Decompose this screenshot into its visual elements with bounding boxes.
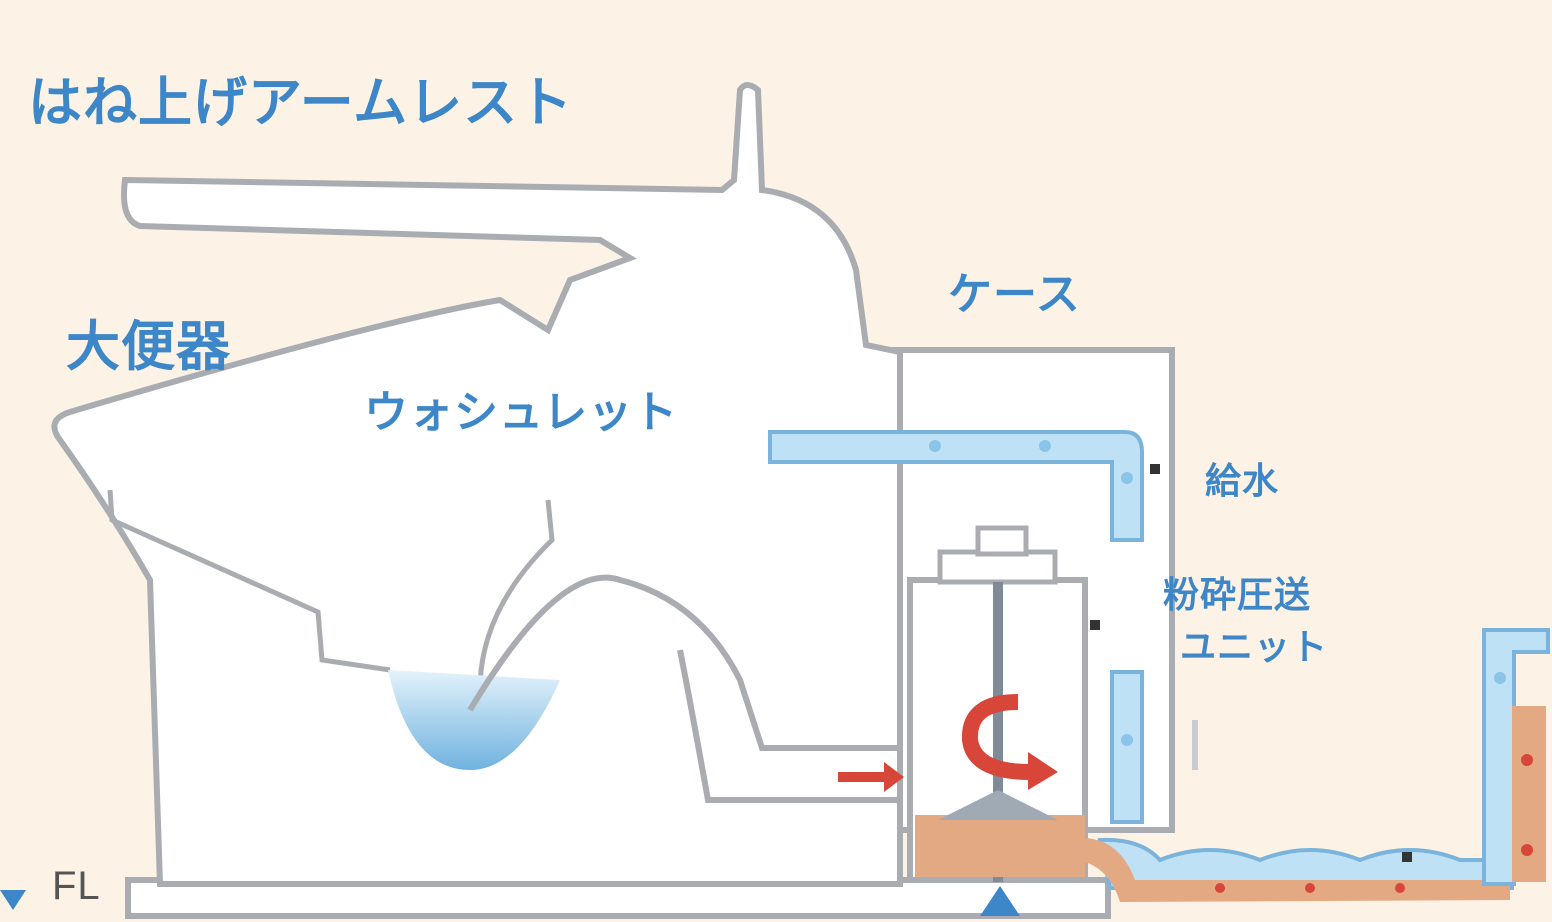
label-unit-line1: 粉砕圧送 [1163, 575, 1312, 616]
flow-arrow-head [884, 762, 904, 792]
label-water-supply: 給水 [1205, 461, 1280, 502]
trap-pipe-lower [677, 649, 900, 803]
grinder-blade [938, 790, 1058, 820]
label-armrest: はね上げアームレスト [28, 71, 574, 134]
rotation-arrow-head [1028, 752, 1058, 790]
rotation-arrow-icon [961, 694, 1031, 780]
motor-cap [975, 525, 1029, 557]
discharge-pipe-vertical [1110, 670, 1144, 824]
grinder-shaft [993, 582, 1003, 882]
flow-arrow-icon [929, 440, 941, 452]
label-washlet: ウォシュレット [364, 387, 679, 438]
flow-arrow-icon [1039, 440, 1051, 452]
flow-arrow-icon [1494, 672, 1506, 684]
pointer-dot [1090, 620, 1100, 630]
waste-chamber [915, 815, 1085, 877]
floor-pipe-water [1097, 837, 1514, 890]
flow-arrow-icon [1521, 754, 1533, 766]
trap-pipe-upper [467, 574, 900, 751]
bowl-rim-line [477, 499, 555, 691]
flow-arrow-icon [1521, 844, 1533, 856]
flow-arrow-icon [1305, 883, 1315, 893]
flow-arrow-icon [1395, 883, 1405, 893]
pointer-dot [1402, 852, 1412, 862]
bowl-inner-line [107, 489, 391, 673]
flow-arrow-icon [1121, 472, 1133, 484]
flow-arrow-icon [1215, 883, 1225, 893]
flow-arrow-icon [838, 772, 888, 782]
triangle-down-icon [0, 890, 26, 910]
pipe-mark [1192, 720, 1198, 770]
bowl-water [388, 670, 560, 770]
pointer-dot [1150, 464, 1160, 474]
flow-arrow-icon [1121, 734, 1133, 746]
label-floor-level: FL [52, 864, 101, 908]
riser-pipe [1482, 628, 1550, 886]
water-supply-pipe [768, 430, 1144, 542]
triangle-up-icon [980, 886, 1020, 916]
label-unit-line2: ユニット [1180, 627, 1329, 668]
label-case: ケース [948, 269, 1081, 320]
label-toilet: 大便器 [66, 315, 231, 378]
